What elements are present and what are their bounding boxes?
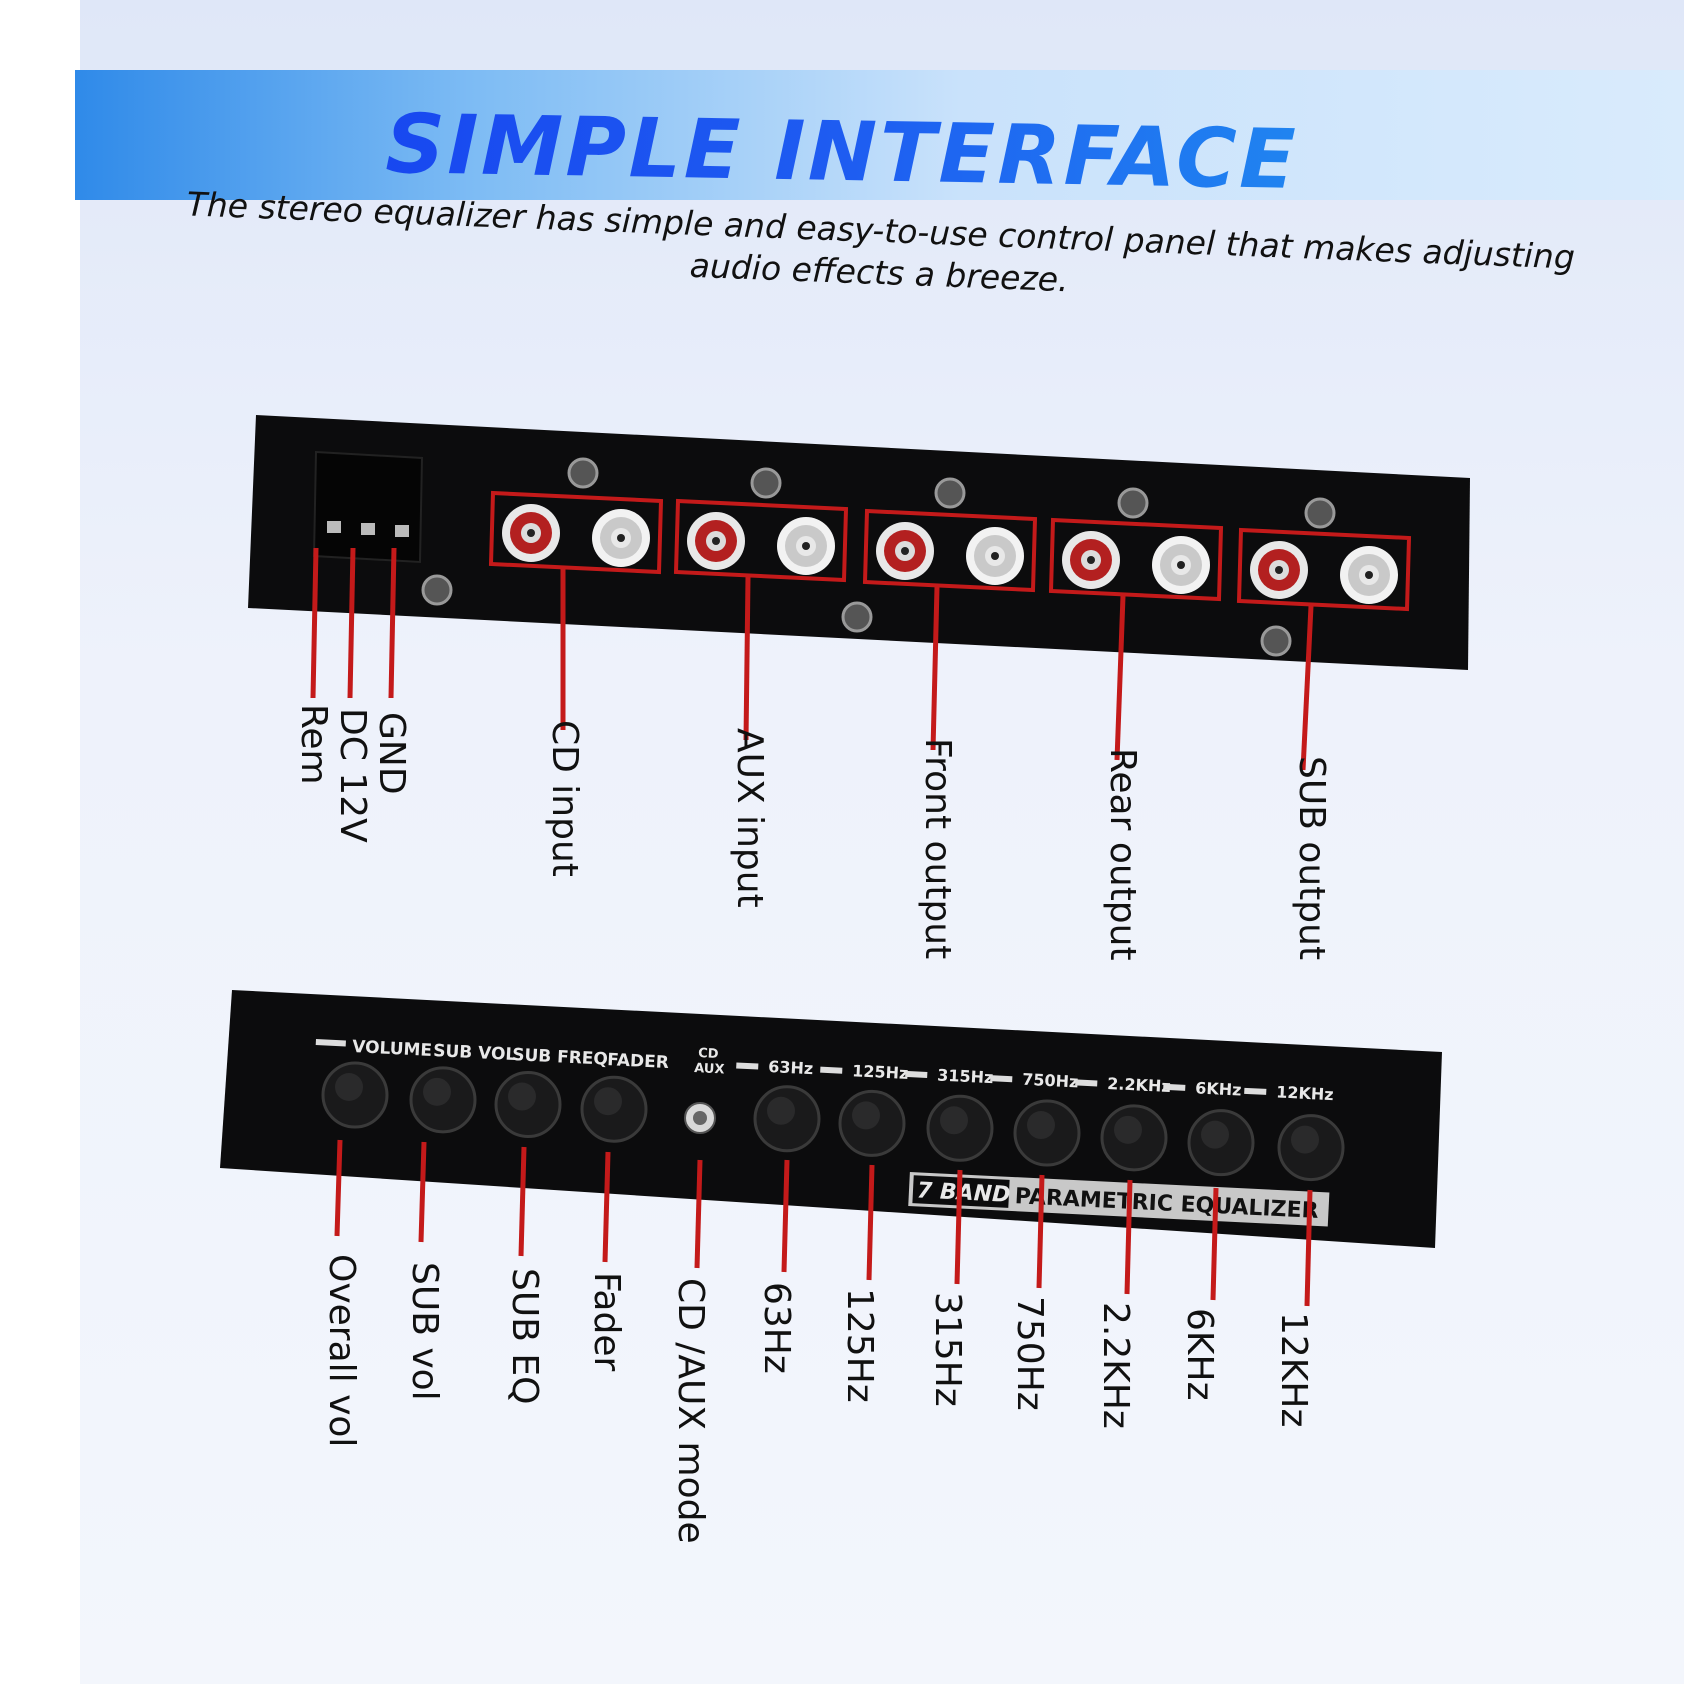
printed-sub-freq: SUB FREQ: [512, 1045, 609, 1070]
front-callout-5: [781, 1159, 790, 1273]
front-callout-1: [418, 1141, 427, 1243]
2-2khz-knob[interactable]: [1100, 1104, 1168, 1172]
power-terminal-block: [312, 450, 424, 564]
equalizer-badge: 7 BAND PARAMETRIC EQUALIZER: [908, 1171, 1330, 1227]
front-callout-11: [1304, 1189, 1313, 1307]
rem-callout-line: [310, 547, 319, 699]
front-output-callout-line: [930, 586, 940, 751]
printed-fader: FADER: [607, 1050, 670, 1073]
63hz-knob[interactable]: [753, 1085, 821, 1153]
sub-vol-knob[interactable]: [409, 1066, 477, 1134]
315hz-knob[interactable]: [926, 1094, 994, 1162]
front-callout-9: [1124, 1179, 1133, 1295]
printed-band-6: 12KHz: [1276, 1082, 1334, 1104]
front-callout-6: [866, 1164, 875, 1281]
front-callout-8: [1036, 1174, 1045, 1289]
sub-eq-knob[interactable]: [494, 1071, 562, 1139]
badge-7-band: 7 BAND: [916, 1178, 1011, 1208]
rear-output-jack-pair: [1048, 517, 1224, 602]
printed-band-4: 2.2KHz: [1107, 1074, 1171, 1096]
control-label-9: 2.2KHz: [1095, 1302, 1136, 1429]
rear-output-label: Rear output: [1102, 748, 1143, 961]
aux-input-callout-line: [743, 576, 751, 741]
screw-icons: [421, 457, 1336, 657]
control-label-0: Overall vol: [321, 1254, 362, 1448]
printed-volume: VOLUME: [352, 1037, 433, 1061]
aux-input-jack-pair: [673, 498, 849, 583]
control-label-6: 125Hz: [839, 1288, 880, 1403]
printed-band-3: 750Hz: [1022, 1070, 1079, 1092]
front-callout-2: [518, 1146, 527, 1257]
printed-band-labels: 63Hz 125Hz 315Hz 750Hz 2.2KHz 6KHz 12KHz: [736, 1057, 1334, 1104]
control-label-8: 750Hz: [1009, 1296, 1050, 1411]
sub-output-jack-pair: [1236, 527, 1412, 612]
front-output-label: Front output: [917, 738, 958, 960]
fader-knob[interactable]: [580, 1075, 648, 1143]
6khz-knob[interactable]: [1187, 1109, 1255, 1177]
control-label-2: SUB EQ: [504, 1268, 545, 1405]
printed-aux: AUX: [694, 1061, 725, 1077]
printed-band-2: 315Hz: [937, 1065, 994, 1087]
printed-band-0: 63Hz: [768, 1057, 814, 1078]
control-label-3: Fader: [586, 1272, 627, 1372]
header-band: [75, 70, 1684, 200]
dc-12v-callout-line: [347, 547, 356, 699]
cd-input-jack-pair: [488, 490, 664, 575]
sub-output-label: SUB output: [1291, 756, 1332, 961]
front-callout-lines: [334, 1139, 1313, 1307]
power-label-1: DC 12V: [332, 708, 373, 843]
back-panel-body: [248, 415, 1470, 670]
rca-jack-group: [488, 490, 1412, 612]
overall-vol-knob[interactable]: [321, 1061, 389, 1129]
control-label-10: 6KHz: [1179, 1308, 1220, 1401]
printed-cd: CD: [698, 1046, 719, 1062]
control-label-1: SUB vol: [404, 1262, 445, 1401]
125hz-knob[interactable]: [838, 1089, 906, 1157]
sub-output-callout-line: [1300, 605, 1314, 771]
rear-output-callout-line: [1114, 595, 1126, 761]
control-label-11: 12KHz: [1273, 1312, 1314, 1428]
control-label-5: 63Hz: [756, 1282, 797, 1374]
back-callout-lines: [310, 547, 1314, 771]
front-output-jack-pair: [862, 508, 1038, 593]
cd-input-label: CD input: [544, 720, 585, 877]
front-callout-4: [694, 1159, 703, 1269]
aux-input-label: AUX input: [729, 728, 770, 908]
front-printed-labels: VOLUME SUB VOL SUB FREQ FADER CD AUX 63H…: [315, 1037, 1334, 1104]
gnd-callout-line: [388, 547, 397, 699]
cd-aux-toggle-switch[interactable]: [684, 1102, 716, 1134]
background-card: [80, 0, 1684, 1684]
front-callout-0: [334, 1139, 343, 1237]
printed-sub-vol: SUB VOL: [433, 1041, 517, 1065]
power-label-0: GND: [371, 712, 412, 795]
front-callout-7: [954, 1169, 963, 1285]
control-label-4: CD /AUX mode: [670, 1278, 711, 1544]
front-callout-10: [1210, 1187, 1219, 1301]
power-label-2: Rem: [293, 704, 334, 785]
12khz-knob[interactable]: [1277, 1114, 1345, 1182]
knob-group: [321, 1061, 1345, 1182]
control-label-7: 315Hz: [927, 1292, 968, 1407]
front-callout-3: [602, 1151, 611, 1263]
printed-band-5: 6KHz: [1195, 1078, 1242, 1099]
printed-band-1: 125Hz: [852, 1061, 909, 1083]
750hz-knob[interactable]: [1013, 1099, 1081, 1167]
